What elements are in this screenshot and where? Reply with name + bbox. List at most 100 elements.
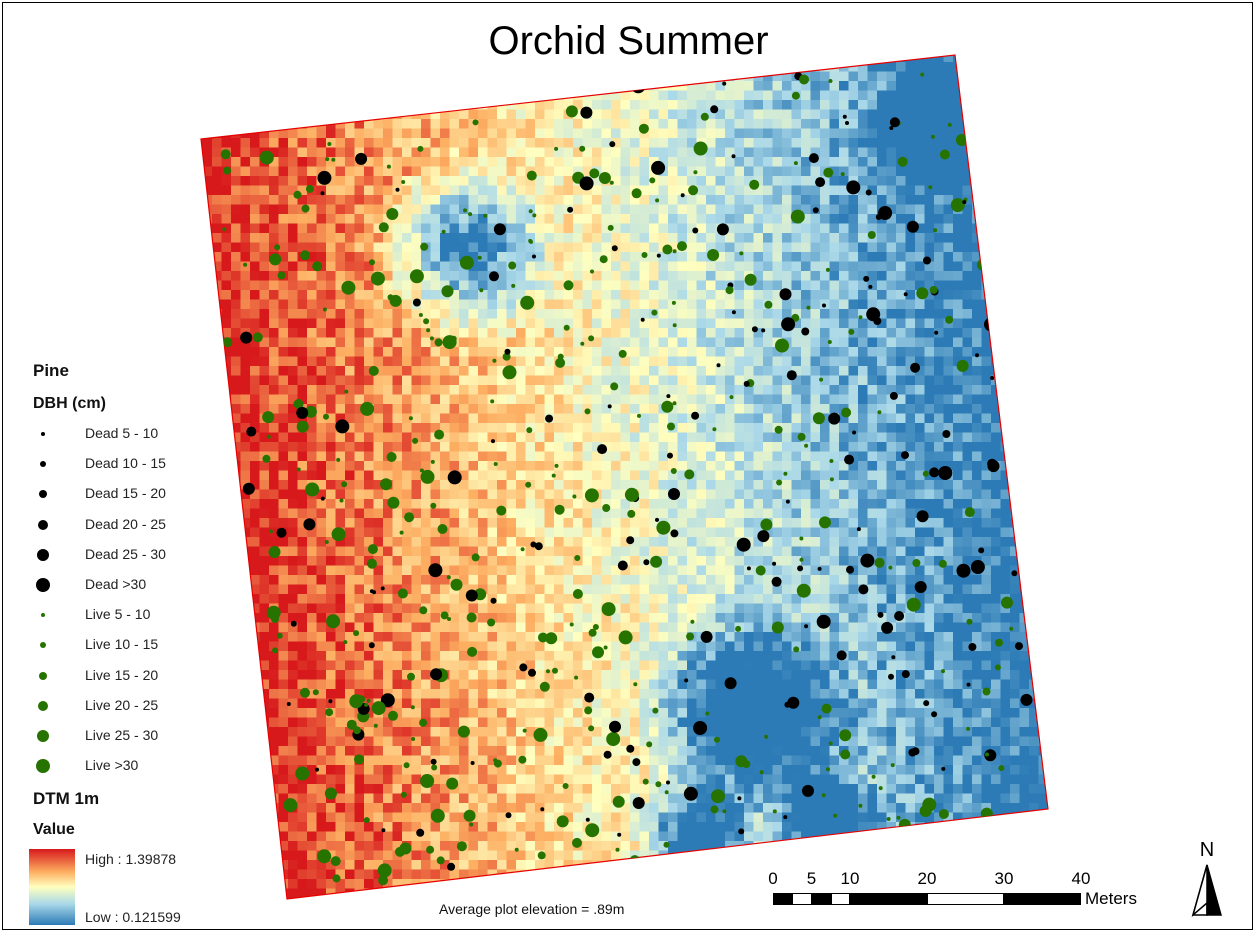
live-tree-point (363, 817, 370, 824)
legend-symbol (38, 700, 48, 711)
live-tree-point (502, 352, 511, 361)
live-tree-point (650, 555, 663, 568)
dead-tree-point (757, 530, 770, 543)
dead-tree-point (781, 317, 796, 332)
dead-tree-point (942, 430, 951, 438)
live-tree-point (243, 262, 248, 267)
legend-label: Live 25 - 30 (85, 727, 159, 743)
live-tree-point (411, 737, 416, 741)
live-tree-point (828, 741, 833, 746)
live-tree-point (317, 849, 332, 864)
dead-tree-point (1003, 834, 1010, 841)
dead-tree-point (666, 394, 671, 399)
dead-tree-point (693, 721, 708, 735)
live-tree-point (472, 119, 479, 126)
dead-tree-point (585, 817, 590, 822)
live-tree-point (772, 809, 777, 814)
live-tree-point (767, 860, 772, 865)
live-tree-point (441, 285, 454, 298)
dead-tree-point (929, 467, 940, 478)
live-tree-point (569, 622, 574, 627)
dead-tree-point (815, 177, 826, 188)
live-tree-point (256, 795, 263, 802)
live-tree-point (394, 889, 399, 894)
live-tree-point (677, 241, 687, 252)
dead-tree-point (617, 560, 628, 571)
dead-tree-point (632, 797, 645, 809)
live-tree-point (490, 399, 495, 404)
live-tree-point (759, 770, 764, 775)
live-tree-point (670, 468, 677, 474)
live-tree-point (580, 341, 585, 346)
live-tree-point (387, 496, 400, 509)
live-tree-point (664, 790, 669, 795)
dead-tree-point (328, 699, 333, 704)
live-tree-point (436, 856, 445, 865)
live-tree-point (956, 359, 969, 372)
live-tree-point (806, 305, 811, 310)
live-tree-point (426, 328, 431, 333)
live-tree-point (343, 640, 348, 645)
dead-tree-point (609, 141, 616, 148)
legend-symbol (41, 613, 45, 618)
live-tree-point (941, 669, 945, 674)
live-tree-point (368, 365, 379, 376)
dead-tree-point (611, 245, 618, 252)
dead-tree-point (716, 223, 729, 236)
live-tree-point (928, 185, 933, 190)
live-tree-point (950, 198, 965, 213)
live-tree-point (598, 172, 611, 184)
legend-label: Dead 5 - 10 (85, 425, 159, 441)
live-tree-point (226, 401, 231, 406)
dead-tree-point (787, 696, 800, 709)
live-tree-point (214, 127, 223, 136)
dead-tree-point (802, 784, 814, 797)
live-tree-point (268, 791, 272, 796)
dead-tree-point (868, 284, 873, 289)
live-tree-point (612, 795, 625, 808)
live-tree-point (325, 157, 330, 162)
live-tree-point (546, 669, 550, 674)
dead-tree-point (772, 561, 777, 566)
live-tree-point (555, 357, 566, 368)
elevation-note: Average plot elevation = .89m (439, 901, 625, 917)
live-tree-point (966, 726, 971, 731)
live-tree-point (989, 96, 998, 105)
live-tree-point (1023, 598, 1034, 609)
dead-tree-point (934, 330, 939, 335)
live-tree-point (272, 647, 279, 654)
dead-tree-point (991, 275, 1000, 283)
legend-symbol (41, 432, 45, 436)
live-tree-point (369, 259, 375, 266)
dead-tree-point (889, 126, 894, 130)
live-tree-point (693, 170, 698, 175)
dead-tree-point (640, 317, 645, 322)
legend-size-title: DBH (cm) (33, 395, 106, 412)
scale-tick-label: 20 (917, 869, 937, 888)
dead-tree-point (580, 106, 593, 119)
live-tree-point (871, 774, 876, 779)
dead-tree-point (540, 72, 555, 87)
live-tree-point (556, 815, 569, 828)
live-tree-point (526, 170, 537, 181)
live-tree-point (502, 365, 517, 380)
dead-tree-point (1015, 526, 1020, 531)
scale-segment (1004, 893, 1081, 905)
dead-tree-point (240, 890, 253, 899)
live-tree-point (434, 338, 443, 347)
dead-tree-point (355, 152, 368, 165)
live-tree-point (373, 723, 378, 728)
dead-tree-point (894, 611, 905, 621)
dead-tree-point (368, 642, 375, 649)
live-tree-point (378, 222, 389, 233)
dead-tree-point (783, 815, 788, 820)
live-tree-point (440, 611, 449, 620)
live-tree-point (327, 142, 332, 146)
live-tree-point (397, 588, 408, 599)
live-tree-point (874, 557, 885, 568)
dead-tree-point (881, 621, 894, 634)
legend-item: Live 5 - 10 (29, 600, 269, 630)
legend-label: Live >30 (85, 757, 139, 774)
live-tree-point (331, 157, 336, 162)
live-tree-point (223, 802, 228, 807)
